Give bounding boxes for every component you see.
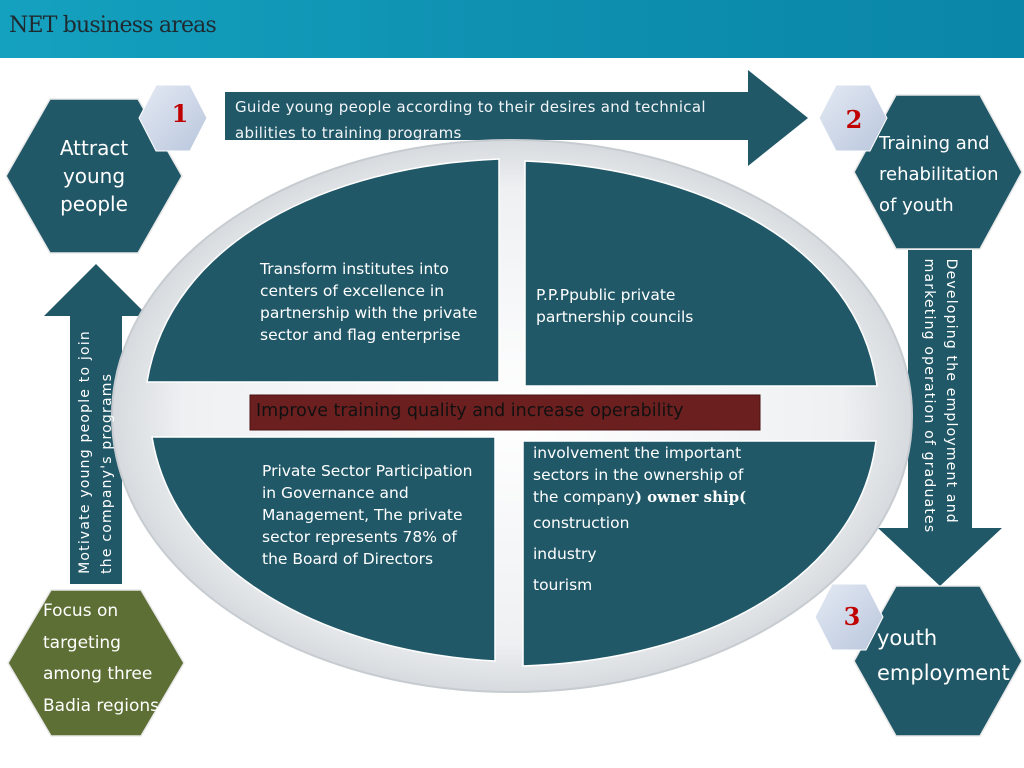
hexagon-attract: [5, 98, 183, 254]
right-arrow-line: Developing the employment and: [943, 258, 959, 524]
right-arrow: [878, 250, 1002, 586]
quadrant-line: P.P.Ppublic private: [536, 286, 676, 304]
quadrant-line: the Board of Directors: [262, 550, 434, 568]
quadrant-line: sector represents 78% of: [262, 528, 457, 546]
sector-item: construction: [533, 514, 630, 532]
training-rehabilitation-label: Training and rehabilitation of youth: [879, 128, 999, 221]
quadrant-bottom-left-text: Private Sector Participation in Governan…: [262, 460, 472, 570]
left-arrow-line: Motivate young people to join: [77, 330, 93, 574]
central-band-text: Improve training quality and increase op…: [256, 401, 684, 421]
hexagon-employment: [853, 585, 1023, 737]
quadrant-line: involvement the important: [533, 444, 742, 462]
quadrant-line: Management, The private: [262, 506, 463, 524]
header-bar: NET business areas: [0, 0, 1024, 58]
quadrant-line-text: the company: [533, 488, 635, 506]
left-arrow-line: the company's programs: [99, 372, 115, 574]
quadrant-line: Private Sector Participation: [262, 462, 473, 480]
label-line: Training and: [879, 133, 990, 154]
quadrant-line: sectors in the ownership of: [533, 466, 744, 484]
page-title: NET business areas: [9, 13, 217, 38]
quadrant-bottom-right: [522, 440, 877, 667]
top-arrow: [225, 70, 808, 166]
youth-employment-label: youth employment: [877, 621, 1010, 691]
quadrant-line: in Governance and: [262, 484, 409, 502]
label-line: Attract: [59, 136, 129, 160]
badge-three: [814, 583, 884, 651]
label-line: Badia regions: [43, 695, 160, 716]
hexagon-focus: [7, 589, 185, 737]
attract-young-people-label: Attract young people: [44, 134, 144, 218]
step-number-one: 1: [171, 99, 189, 128]
quadrant-line: Transform institutes into: [260, 260, 449, 278]
right-arrow-line: marketing operation of graduates: [921, 258, 937, 534]
hexagon-training: [853, 94, 1023, 250]
ownership-emphasis: ) owner ship(: [634, 488, 747, 506]
left-arrow: [44, 264, 148, 584]
quadrant-top-right: [524, 160, 878, 387]
label-line: employment: [877, 661, 1010, 685]
left-arrow-text: Motivate young people to join the compan…: [74, 330, 118, 574]
quadrant-line: the company) owner ship(: [533, 486, 746, 508]
quadrant-line: partnership with the private: [260, 304, 478, 322]
sector-item: industry: [533, 545, 597, 563]
right-arrow-text: Developing the employment and marketing …: [918, 259, 962, 534]
quadrant-bottom-right-text: involvement the important sectors in the…: [533, 442, 746, 601]
top-arrow-text: Guide young people according to their de…: [235, 94, 706, 146]
badge-one: [138, 84, 208, 152]
badge-two: [818, 84, 888, 152]
quadrant-top-left: [146, 158, 500, 383]
quadrant-bottom-left: [151, 436, 496, 662]
step-number-three: 3: [843, 602, 861, 631]
top-arrow-line: Guide young people according to their de…: [235, 98, 706, 116]
label-line: of youth: [879, 195, 954, 216]
focus-targeting-label: Focus on targeting among three Badia reg…: [43, 596, 159, 722]
quadrant-top-left-text: Transform institutes into centers of exc…: [260, 258, 477, 346]
label-line: among three: [43, 664, 153, 684]
quadrant-top-right-text: P.P.Ppublic private partnership councils: [536, 284, 693, 328]
top-arrow-line: abilities to training programs: [235, 124, 462, 142]
step-number-two: 2: [845, 105, 863, 134]
quadrant-line: centers of excellence in: [260, 282, 445, 300]
quadrant-line: sector and flag enterprise: [260, 326, 461, 344]
label-line: youth: [877, 626, 938, 650]
label-line: targeting: [43, 632, 121, 653]
central-band: [249, 394, 761, 431]
label-line: Focus on: [43, 601, 119, 621]
label-line: young: [62, 164, 126, 188]
sector-item: tourism: [533, 576, 593, 594]
quadrant-line: partnership councils: [536, 308, 694, 326]
label-line: rehabilitation: [879, 164, 999, 185]
label-line: people: [60, 192, 128, 216]
